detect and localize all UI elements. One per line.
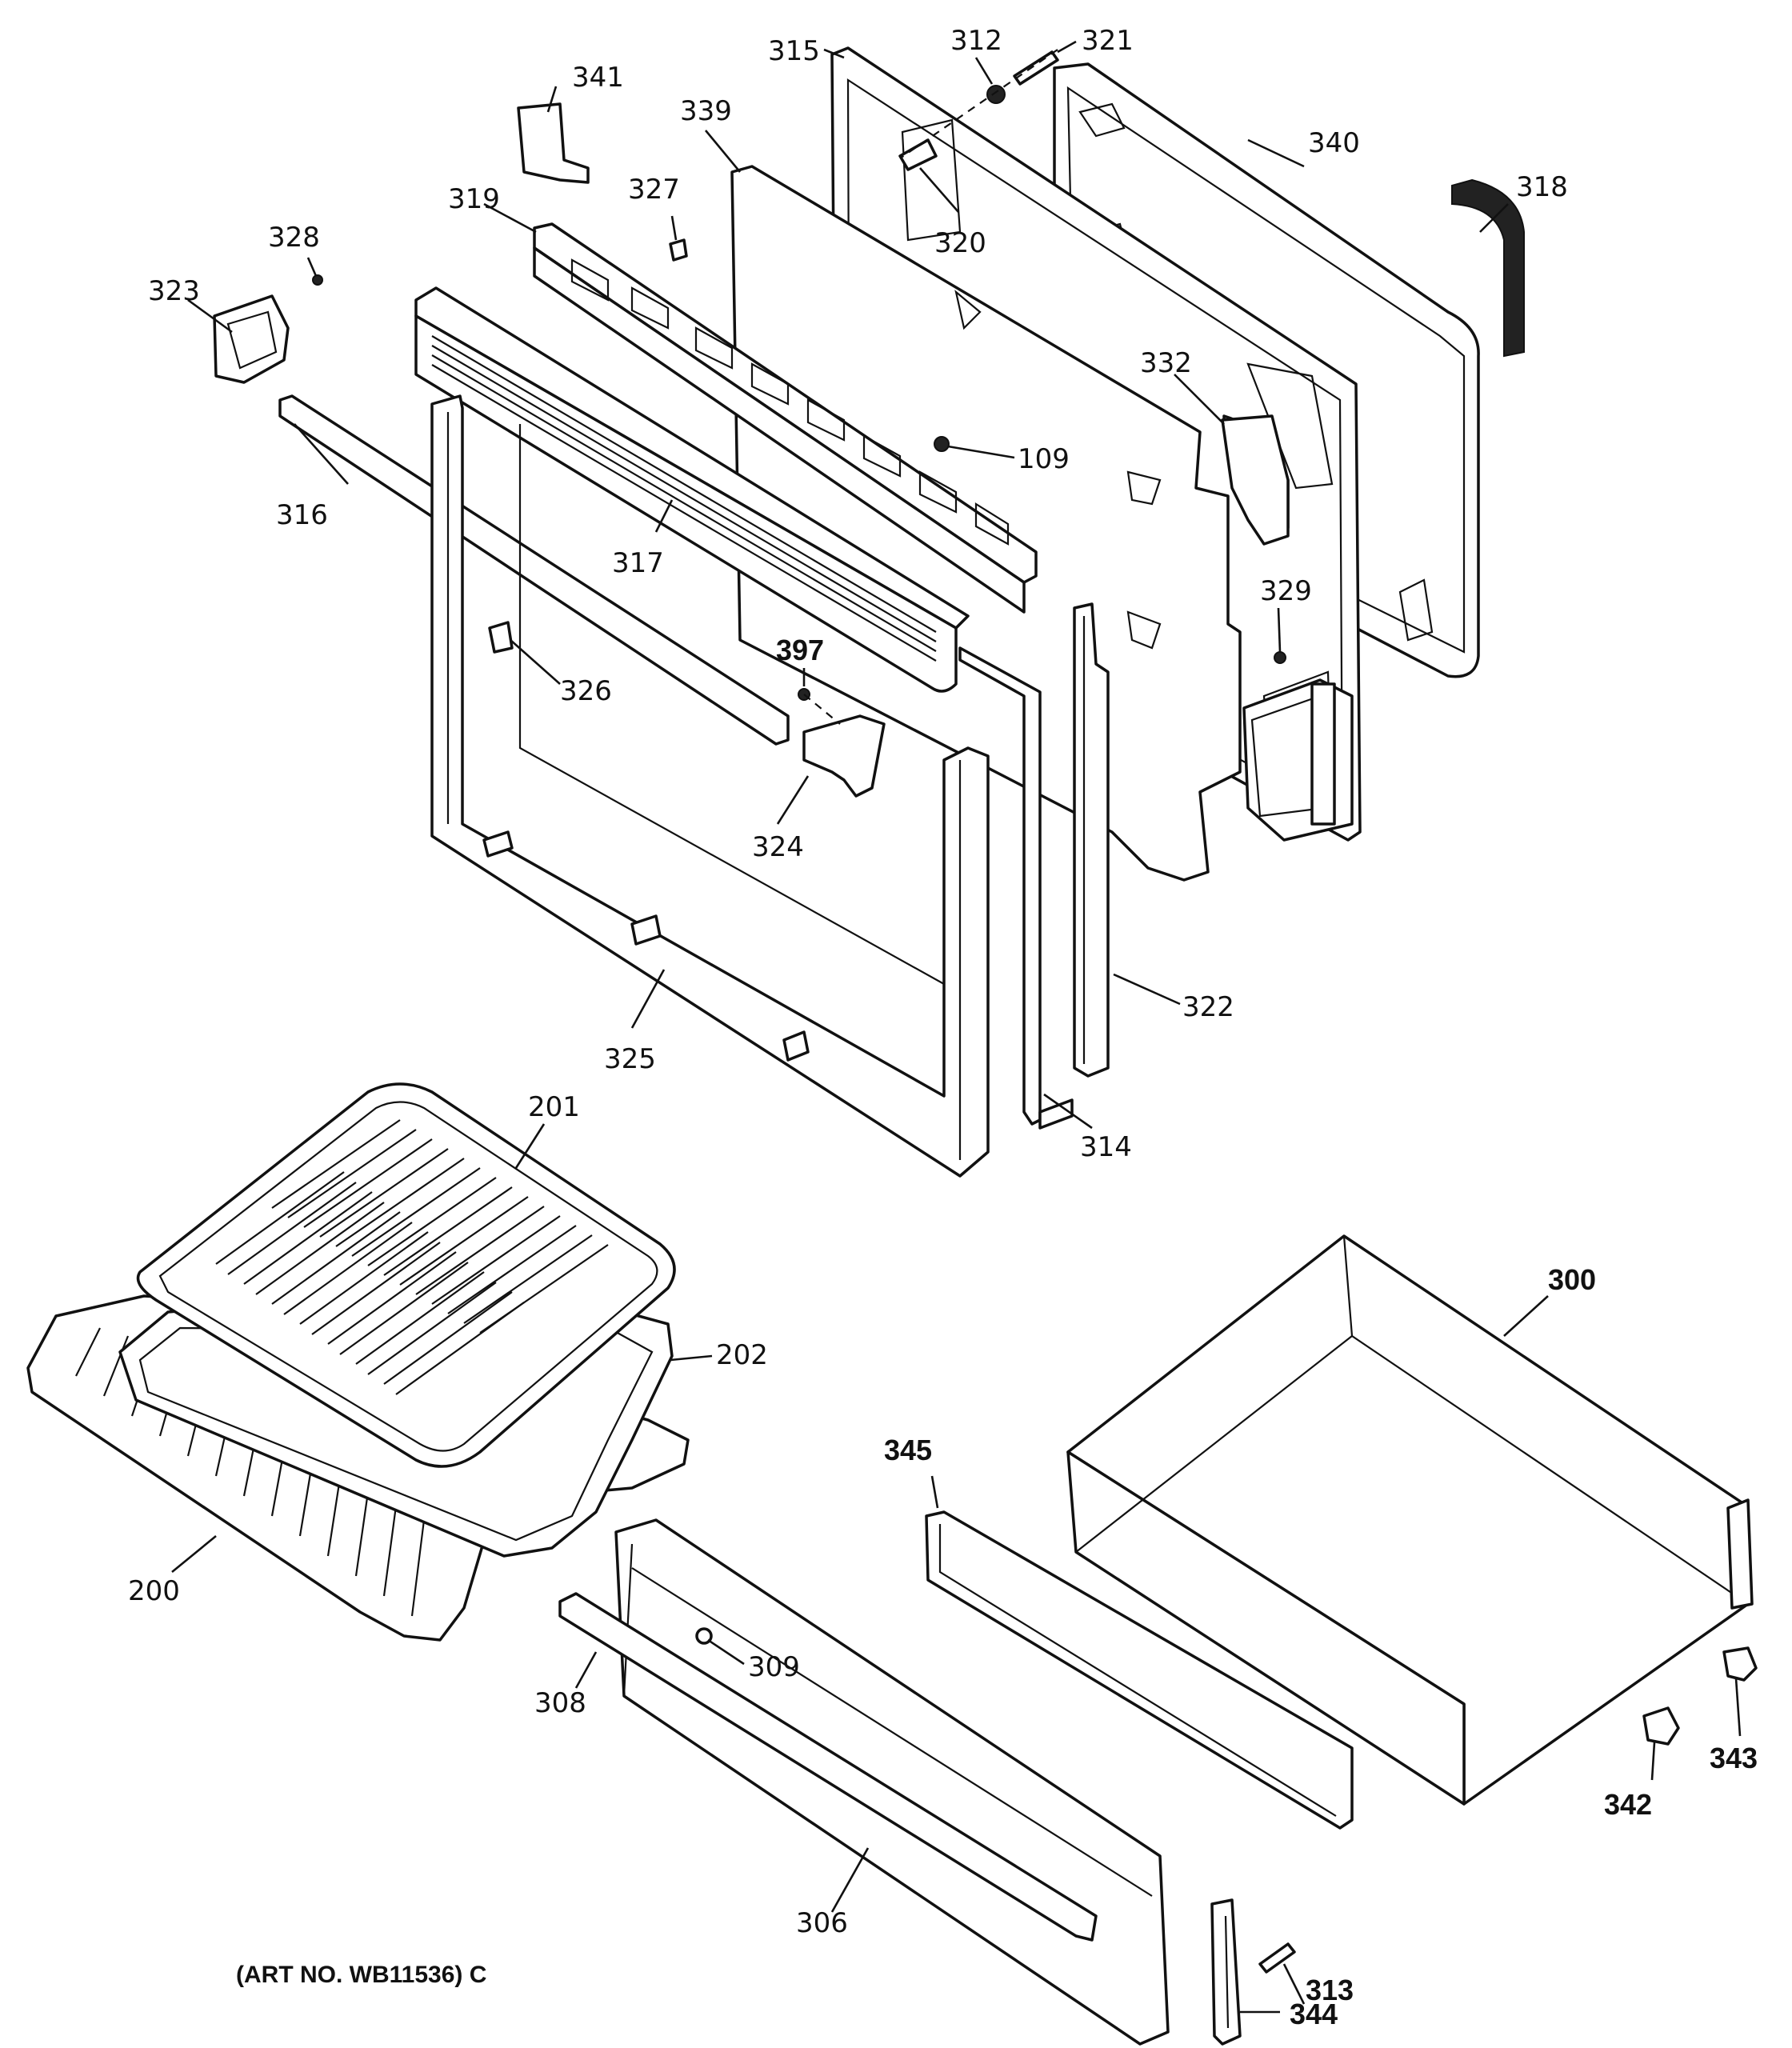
drawer-front-306 — [614, 1518, 1170, 2046]
label-326: 326 — [560, 675, 612, 707]
door-gasket-318 — [1451, 178, 1525, 358]
label-316: 316 — [276, 499, 328, 531]
screw-313 — [1258, 1942, 1296, 1974]
leader-lines — [171, 40, 1742, 2014]
label-341: 341 — [572, 62, 624, 94]
label-343: 343 — [1710, 1742, 1758, 1774]
label-332: 332 — [1140, 347, 1192, 379]
label-309: 309 — [748, 1651, 800, 1683]
screw-329 — [1274, 651, 1286, 664]
label-397: 397 — [776, 634, 824, 666]
bracket-324 — [802, 714, 886, 798]
end-cap-323 — [213, 294, 290, 384]
nut-312 — [986, 85, 1006, 104]
label-318: 318 — [1516, 171, 1568, 203]
label-345: 345 — [884, 1434, 932, 1466]
control-panel-trim-319 — [533, 222, 1038, 614]
side-bracket-322 — [1038, 602, 1110, 1130]
label-317: 317 — [612, 547, 664, 579]
screw-309 — [695, 1627, 713, 1645]
clip-343 — [1722, 1646, 1758, 1682]
label-321: 321 — [1082, 25, 1134, 57]
hinge-block-332 — [1221, 414, 1290, 546]
label-340: 340 — [1308, 127, 1360, 159]
drawer-rail-345 — [925, 1510, 1354, 1830]
label-328: 328 — [268, 222, 320, 254]
lower-hinge-assembly — [1242, 678, 1354, 842]
label-306: 306 — [796, 1907, 848, 1939]
label-319: 319 — [448, 183, 500, 215]
clip-327 — [669, 238, 688, 262]
label-202: 202 — [716, 1339, 768, 1371]
drawer-box-300 — [1066, 1234, 1754, 1806]
label-342: 342 — [1604, 1788, 1652, 1821]
label-323: 323 — [148, 275, 200, 307]
bracket-344 — [1210, 1898, 1242, 2046]
label-201: 201 — [528, 1091, 580, 1123]
label-322: 322 — [1182, 991, 1234, 1023]
label-200: 200 — [128, 1575, 180, 1607]
label-325: 325 — [604, 1043, 656, 1075]
label-300: 300 — [1548, 1263, 1596, 1296]
control-panel-317 — [414, 286, 970, 693]
label-320: 320 — [934, 227, 986, 259]
label-312: 312 — [950, 25, 1002, 57]
label-324: 324 — [752, 831, 804, 863]
label-339: 339 — [680, 95, 732, 127]
drawer-handle-308 — [558, 1592, 1098, 1942]
glass-panel-314 — [958, 646, 1042, 1126]
trim-strip-316 — [278, 394, 790, 746]
screw-328 — [312, 274, 323, 286]
label-344: 344 — [1290, 1998, 1338, 2030]
bracket-341 — [517, 102, 590, 184]
bolt-320 — [898, 138, 938, 171]
broiler-grid-201 — [136, 1082, 676, 1468]
clip-326 — [488, 621, 514, 654]
label-314: 314 — [1080, 1131, 1132, 1163]
label-109: 109 — [1018, 443, 1070, 475]
art-number: (ART NO. WB11536) C — [236, 1962, 486, 1988]
screw-321 — [1013, 50, 1059, 86]
label-315: 315 — [768, 35, 820, 67]
label-308: 308 — [534, 1687, 586, 1719]
label-313: 313 — [1306, 1974, 1354, 2006]
part-labels: 315 312 321 341 339 340 318 327 319 320 … — [128, 25, 1758, 2030]
nut-109 — [934, 436, 950, 452]
clip-342 — [1642, 1706, 1680, 1746]
label-327: 327 — [628, 174, 680, 206]
door-outer-frame-325 — [430, 394, 990, 1178]
label-329: 329 — [1260, 575, 1312, 607]
